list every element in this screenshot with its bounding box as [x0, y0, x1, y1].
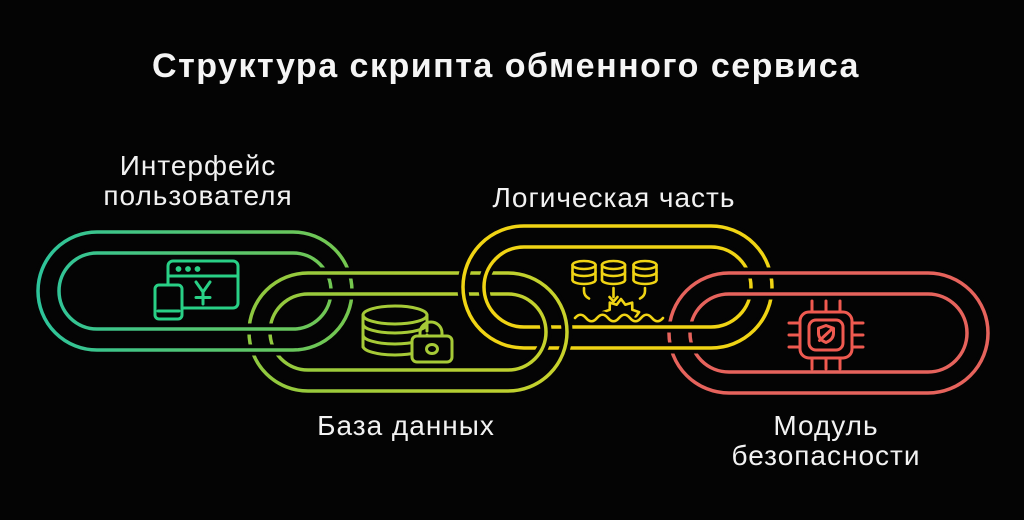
browser-payment-icon — [153, 259, 240, 321]
chain-link-security — [663, 267, 994, 399]
shield — [817, 324, 835, 344]
chip-pins-left — [787, 321, 802, 349]
browser-dot — [175, 266, 182, 272]
node-label-logic: Логическая часть — [493, 183, 736, 213]
label-line: Логическая часть — [492, 182, 736, 213]
wave — [573, 313, 665, 323]
chain-weave-2-3 — [528, 290, 573, 366]
link-outline-outer — [667, 271, 990, 395]
link-outline-inner — [688, 292, 969, 374]
data-processing-icon — [571, 259, 667, 325]
node-label-security: Модуль безопасности — [731, 411, 920, 470]
chip-body — [798, 310, 854, 360]
chain-link-logic — [457, 220, 778, 354]
link-outline-outer — [461, 224, 774, 350]
flow-connector — [638, 286, 647, 300]
padlock-keyhole — [425, 343, 439, 355]
padlock-body — [410, 334, 454, 364]
label-line: База данных — [317, 410, 495, 441]
chip-inner — [807, 318, 845, 352]
chip-pins-top — [810, 299, 842, 314]
browser-dot — [185, 266, 191, 272]
label-line: безопасности — [731, 439, 921, 471]
chip-shield-icon — [787, 299, 865, 371]
node-label-database: База данных — [317, 411, 495, 441]
padlock-shackle — [418, 320, 444, 338]
phone — [153, 283, 184, 321]
coin-stack — [600, 259, 627, 286]
gear — [601, 297, 641, 320]
page-title: Структура скрипта обменного сервиса — [152, 47, 860, 85]
node-label-user-interface: Интерфейс пользователя — [103, 151, 292, 210]
label-line: пользователя — [103, 179, 293, 211]
flow-connector — [582, 286, 591, 300]
flow-connector-arrow — [608, 286, 619, 303]
label-line: Модуль — [773, 410, 879, 441]
currency-symbol — [194, 280, 212, 306]
coin-stack — [571, 259, 597, 286]
link-outline-inner — [57, 251, 333, 331]
chip-pins-bottom — [810, 356, 842, 371]
database-lock-icon — [361, 304, 454, 364]
coin-stack — [632, 259, 658, 286]
browser-dot — [194, 266, 201, 272]
database-top — [361, 304, 429, 326]
label-line: Интерфейс — [119, 150, 277, 181]
database-layer — [361, 322, 429, 335]
chip-pins-right — [850, 321, 865, 349]
link-outline-inner — [482, 245, 753, 329]
shield-slash — [818, 327, 834, 342]
